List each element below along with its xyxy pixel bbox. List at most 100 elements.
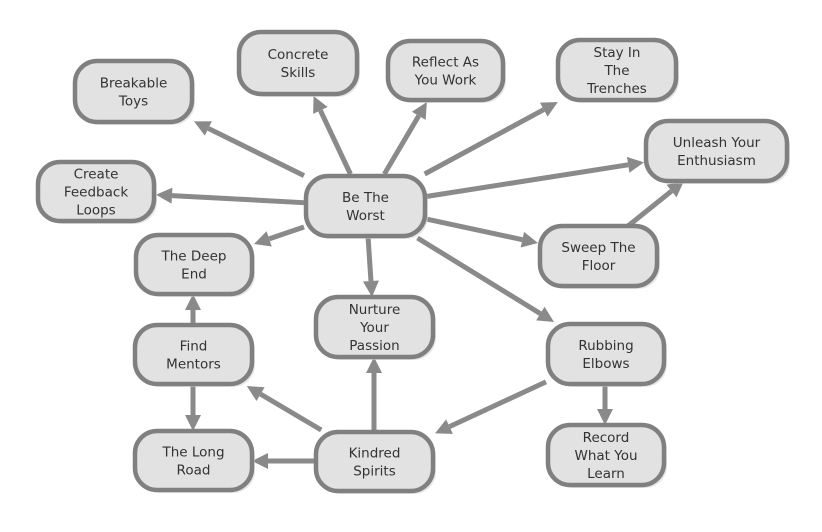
node-label-line: Skills: [281, 65, 316, 81]
edge-kindred-spirits-to-the-long-road: [252, 453, 316, 469]
edge-be-the-worst-to-unleash-your-enthusiasm: [426, 156, 644, 199]
node-label-line: What You: [574, 448, 637, 464]
arrowhead-icon: [194, 121, 212, 136]
edge-line: [426, 162, 629, 199]
edge-line: [171, 193, 305, 206]
node-label-line: Rubbing: [578, 338, 633, 354]
node-label-line: The Deep: [161, 249, 227, 265]
node-box[interactable]: [385, 38, 506, 103]
node-label-line: Floor: [582, 258, 616, 274]
arrowhead-icon: [185, 415, 201, 431]
node-box[interactable]: [303, 173, 428, 239]
edge-rubbing-elbows-to-kindred-spirits: [435, 379, 548, 434]
node-label-line: Feedback: [64, 185, 128, 201]
arrowhead-icon: [366, 357, 382, 373]
node-label-line: Find: [180, 339, 208, 355]
node-label-line: Mentors: [166, 357, 221, 373]
arrowhead-icon: [597, 409, 613, 425]
node-box[interactable]: [643, 118, 790, 184]
node-box[interactable]: [236, 29, 360, 97]
node-label-line: The: [603, 63, 629, 79]
edge-line: [626, 189, 674, 228]
node-box[interactable]: [35, 159, 157, 224]
edge-line: [365, 235, 374, 282]
edge-line: [426, 216, 523, 243]
edge-sweep-the-floor-to-unleash-your-enthusiasm: [626, 181, 684, 228]
node-box[interactable]: [545, 422, 667, 488]
edge-line: [268, 224, 305, 242]
edge-be-the-worst-to-concrete-skills: [313, 96, 353, 176]
nodes-layer: Be TheWorstBreakableToysConcreteSkillsRe…: [35, 29, 790, 494]
node-box[interactable]: [537, 223, 660, 289]
arrowhead-icon: [666, 181, 684, 198]
node-label-line: Concrete: [268, 47, 329, 63]
node-box[interactable]: [72, 58, 195, 125]
edge-be-the-worst-to-the-deep-end: [254, 224, 305, 247]
edge-line: [259, 391, 323, 433]
edge-be-the-worst-to-sweep-the-floor: [426, 216, 538, 248]
node-label-line: Kindred: [349, 446, 401, 462]
edge-line: [448, 379, 548, 429]
edges-layer: [156, 96, 684, 469]
node-box[interactable]: [313, 294, 436, 360]
node-box[interactable]: [132, 322, 255, 387]
edge-be-the-worst-to-rubbing-elbows: [416, 235, 554, 322]
node-box[interactable]: [545, 321, 667, 387]
node-label-line: Loops: [76, 203, 115, 219]
node-label-line: Passion: [349, 338, 399, 354]
node-box[interactable]: [555, 37, 679, 103]
arrowhead-icon: [313, 96, 328, 114]
node-label-line: Record: [583, 430, 630, 446]
arrowhead-icon: [539, 102, 558, 117]
arrowhead-icon: [252, 453, 268, 469]
arrowhead-icon: [536, 306, 554, 322]
edge-rubbing-elbows-to-record-what-you-learn: [597, 384, 613, 425]
edge-line: [318, 109, 353, 176]
node-label-line: Unleash Your: [673, 135, 761, 151]
arrowhead-icon: [362, 280, 379, 297]
node-label-line: Create: [74, 167, 119, 183]
edge-be-the-worst-to-create-feedback-loops: [156, 187, 305, 206]
node-box[interactable]: [132, 428, 255, 493]
node-label-line: The Long: [161, 445, 224, 461]
edge-be-the-worst-to-nurture-your-passion: [362, 235, 379, 297]
edge-line: [382, 114, 421, 176]
node-box[interactable]: [133, 232, 255, 297]
edge-line: [416, 235, 542, 316]
edge-line: [423, 107, 545, 177]
node-label-line: Nurture: [349, 302, 401, 318]
node-box[interactable]: [313, 429, 436, 494]
node-label-line: Toys: [118, 94, 148, 110]
node-label-line: Sweep The: [561, 240, 635, 256]
edge-kindred-spirits-to-nurture-your-passion: [366, 357, 382, 432]
edge-be-the-worst-to-breakable-toys: [194, 121, 306, 178]
node-label-line: Breakable: [100, 76, 168, 92]
edge-be-the-worst-to-stay-in-the-trenches: [423, 102, 558, 177]
node-label-line: Be The: [342, 190, 389, 206]
arrowhead-icon: [185, 294, 201, 310]
node-label-line: Worst: [346, 208, 385, 224]
edge-find-mentors-to-the-long-road: [185, 384, 201, 431]
edge-find-mentors-to-the-deep-end: [185, 294, 201, 325]
arrowhead-icon: [156, 187, 173, 204]
arrowhead-icon: [411, 102, 427, 120]
node-label-line: End: [181, 267, 207, 283]
node-label-line: Spirits: [353, 464, 396, 480]
node-label-line: Trenches: [586, 81, 647, 97]
